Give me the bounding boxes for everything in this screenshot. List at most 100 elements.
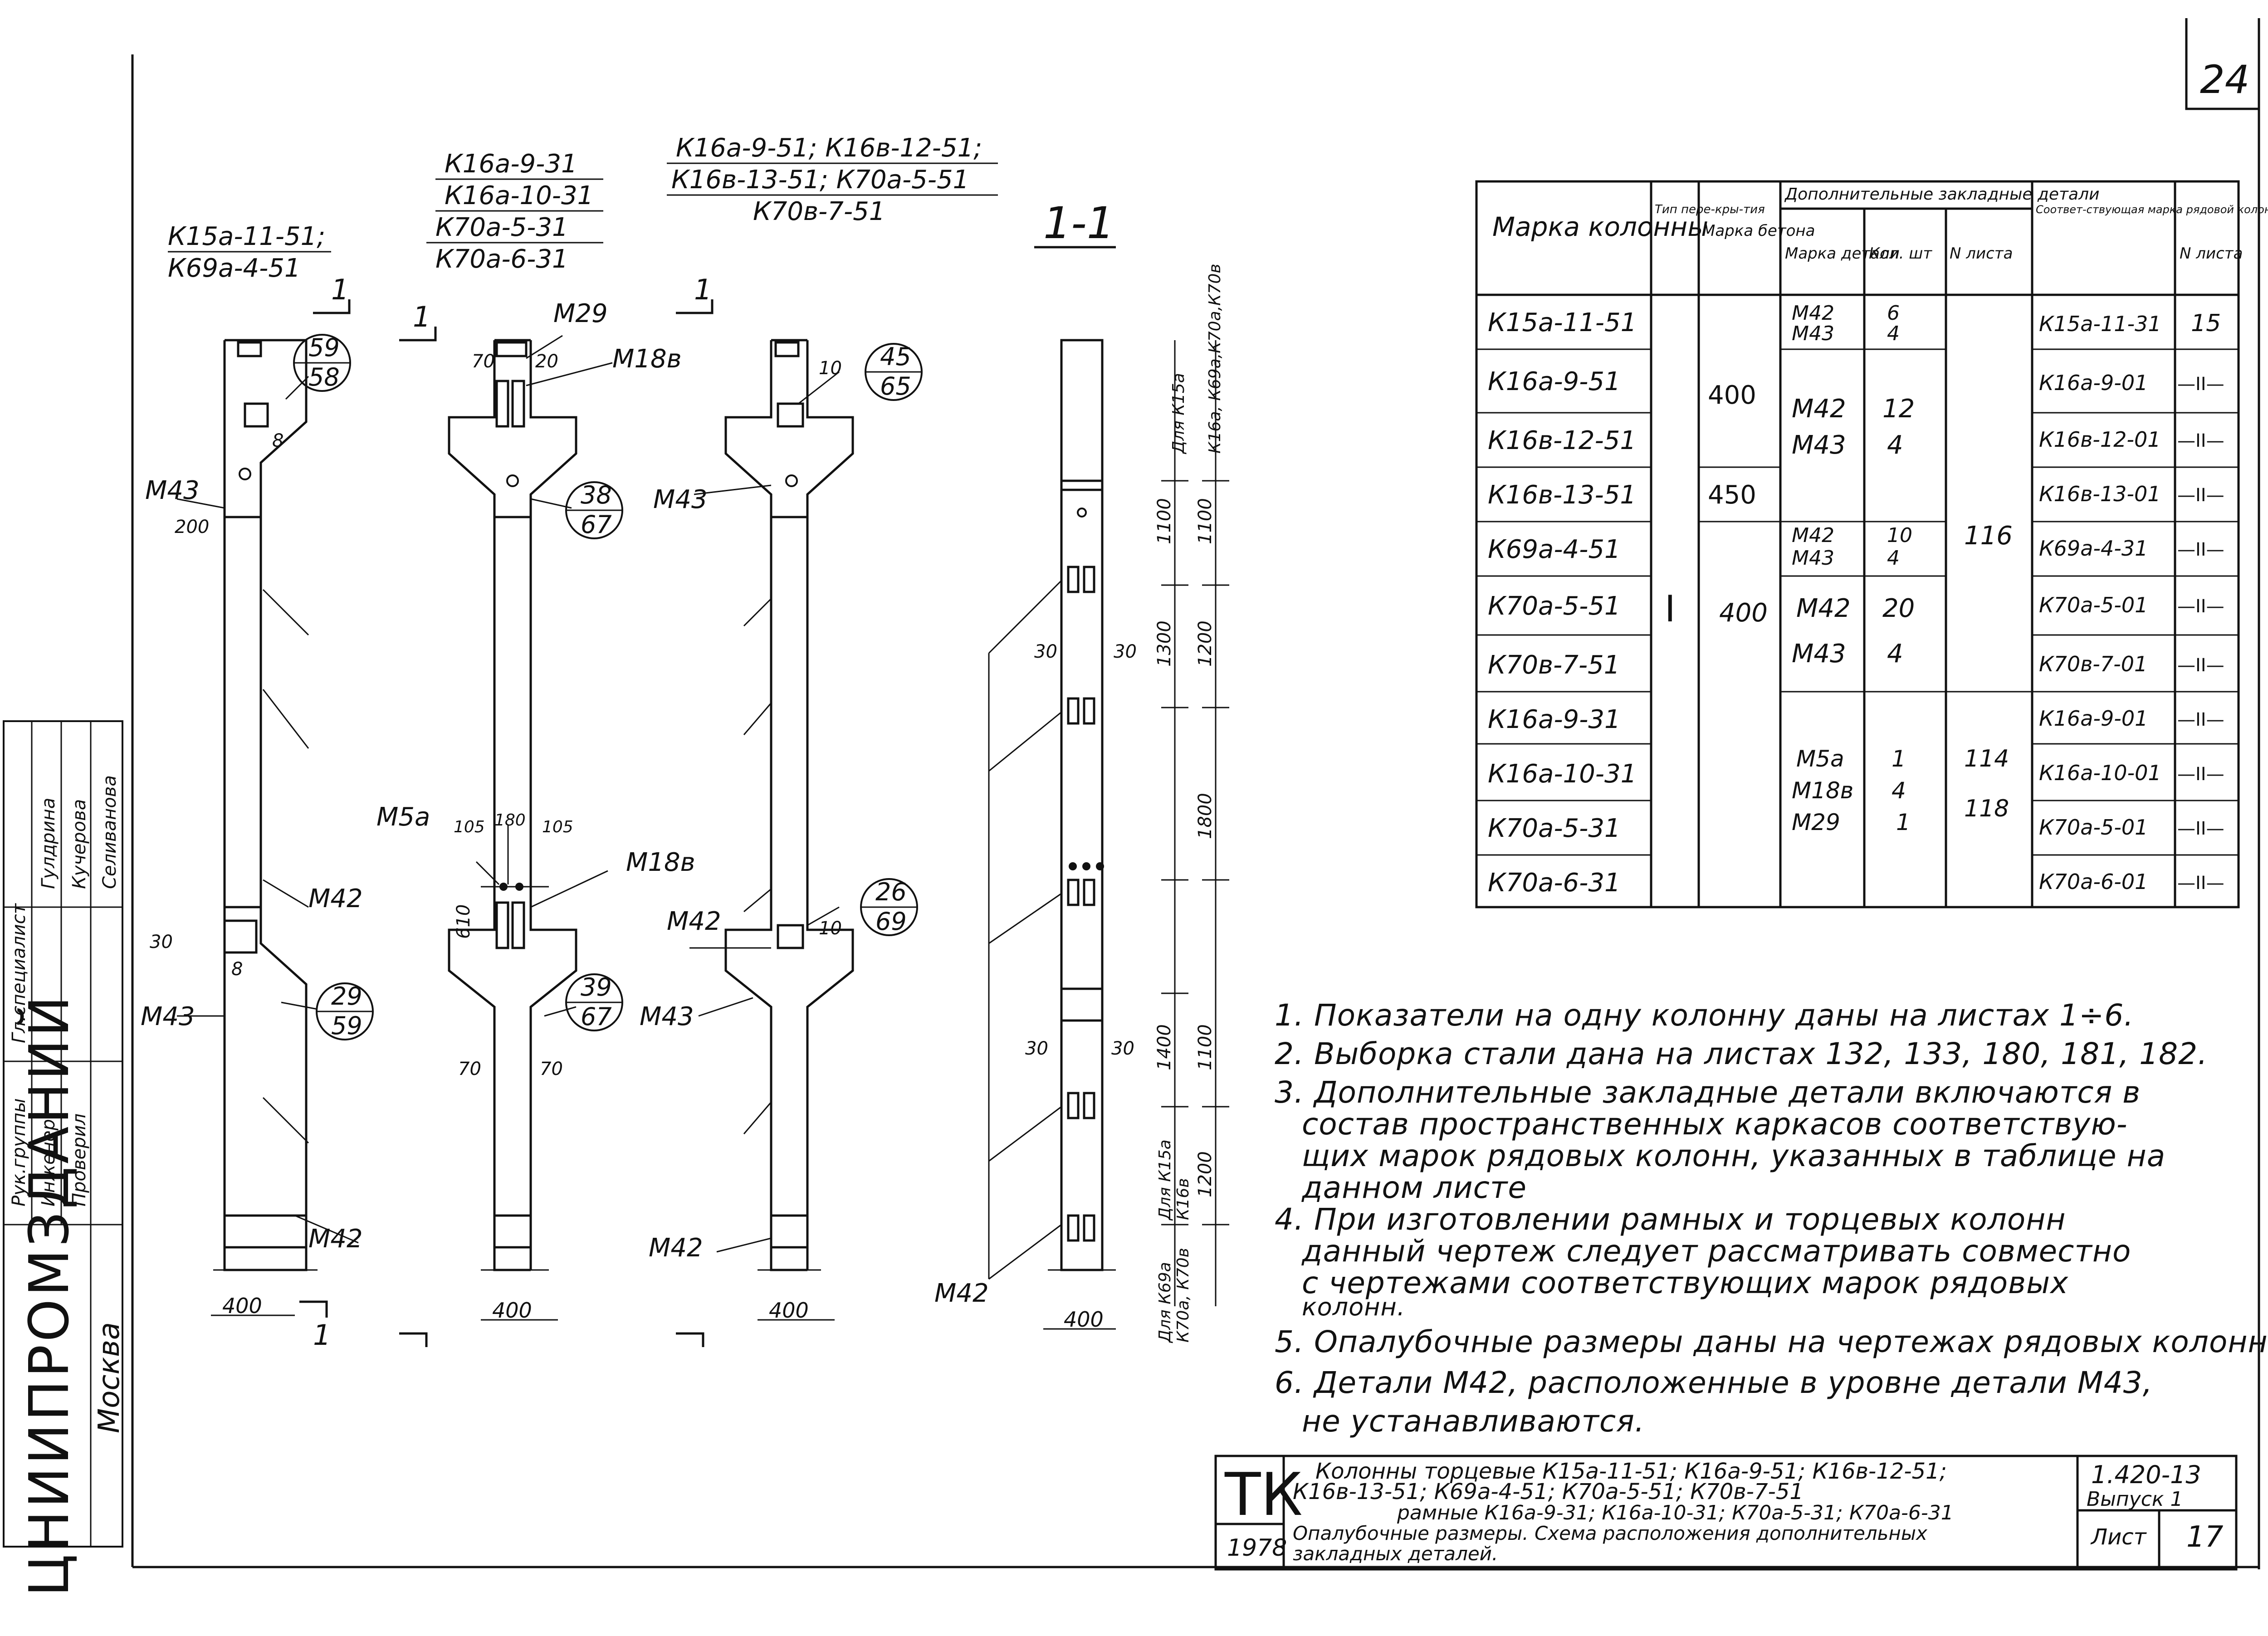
group-2-label-0: К16а-9-31 xyxy=(445,149,577,179)
header-mark-line: Марка колонны xyxy=(1492,211,1708,242)
dim-8-top: 8 xyxy=(272,430,284,451)
stamp-name-0: Гулдрина xyxy=(38,798,59,889)
note-line-9: колонн. xyxy=(1302,1293,1405,1321)
dim-section-30-c: 30 xyxy=(1025,1038,1048,1059)
extra-block-2-qty-1: 4 xyxy=(1887,547,1900,570)
column-1-bottom-dim: 400 xyxy=(211,1294,295,1318)
width-400-b: 400 xyxy=(492,1298,532,1323)
dim-section-30-b: 30 xyxy=(1114,641,1137,662)
org-stamp: ЦНИИПРОМЗДАНИЙ Москва Рук.группы Гл.спец… xyxy=(3,720,126,1597)
dim-70-a: 70 xyxy=(472,351,495,372)
table-row-corr-6: К70в-7-01 xyxy=(2039,652,2147,676)
title-sheet-label: Лист xyxy=(2090,1524,2147,1550)
table-row-corr-5: К70а-5-01 xyxy=(2039,593,2148,617)
column-group-2-label: К16а-9-31 К16а-10-31 К70а-5-31 К70а-6-31 xyxy=(426,149,603,274)
dim-v1300: 1300 xyxy=(1154,620,1175,667)
table-row-sheet-9: —II— xyxy=(2177,818,2224,839)
extra-block-4-qty-2: 1 xyxy=(1896,809,1911,835)
cut-mark-3-top xyxy=(676,299,714,314)
label-m18v-mid: М18в xyxy=(626,848,695,877)
callout-29-59-num: 29 xyxy=(331,982,362,1011)
callout-38-67-num: 38 xyxy=(581,481,612,509)
label-m5a: М5а xyxy=(376,802,430,832)
section-leaders xyxy=(988,580,1062,1280)
header-concrete: Марка бетона xyxy=(1702,222,1815,240)
group-1-label-1: К69а-4-51 xyxy=(168,254,301,283)
section-bottom-dim: 400 xyxy=(1043,1307,1116,1332)
title-sheet-value: 17 xyxy=(2186,1520,2224,1554)
table-row-corr-2: К16в-12-01 xyxy=(2039,427,2161,452)
table-row-mark-8: К16а-10-31 xyxy=(1488,759,1637,789)
label-m42-left-mid: М42 xyxy=(308,884,363,913)
callout-59-58-den: 58 xyxy=(308,363,340,391)
dim-section-30-d: 30 xyxy=(1111,1038,1134,1059)
column-group-3-label: К16а-9-51; К16в-12-51; К16в-13-51; К70а-… xyxy=(667,133,998,226)
label-m43-mid: М43 xyxy=(653,485,708,514)
group-3-label-1: К16в-13-51; К70а-5-51 xyxy=(671,165,969,195)
dim-v1200-b: 1200 xyxy=(1195,1151,1216,1197)
extra-block-1-qty-1: 4 xyxy=(1887,430,1903,460)
extra-block-3-qty-0: 20 xyxy=(1882,594,1915,623)
stamp-role-0: Рук.группы xyxy=(9,1098,29,1206)
label-m42-right-bottom: М42 xyxy=(649,1233,703,1263)
title-issue: Выпуск 1 xyxy=(2087,1488,2183,1511)
group-3-label-0: К16а-9-51; К16в-12-51; xyxy=(676,133,982,163)
note-line-8: с чертежами соответствующих марок рядовы… xyxy=(1302,1265,2069,1300)
table-row-sheet-1: —II— xyxy=(2177,374,2224,395)
cut-mark-2-bottom xyxy=(399,1332,428,1347)
cut-mark-3-bottom xyxy=(676,1332,704,1347)
dim-v1800: 1800 xyxy=(1195,793,1216,839)
title-desc-0: Колонны торцевые К15а-11-51; К16а-9-51; … xyxy=(1315,1459,1947,1484)
label-m18v-top: М18в xyxy=(612,344,682,374)
side-note-bottom-d: К70а, К70в xyxy=(1174,1248,1193,1343)
callout-45-65-den: 65 xyxy=(880,372,911,400)
note-line-5: данном листе xyxy=(1302,1170,1527,1205)
callout-39-67-num: 39 xyxy=(581,973,612,1001)
dim-105-b: 105 xyxy=(542,818,573,836)
note-line-0: 1. Показатели на одну колонну даны на ли… xyxy=(1275,998,2134,1033)
section-label: 1-1 xyxy=(1043,198,1114,249)
section-label-group: 1-1 xyxy=(1034,198,1116,249)
table-row-sheet-0: 15 xyxy=(2191,310,2221,337)
note-line-10: 5. Опалубочные размеры даны на чертежах … xyxy=(1275,1324,2268,1359)
column-2-bottom-dim: 400 xyxy=(481,1298,558,1323)
cut-mark-1-top-text: 1 xyxy=(331,273,349,306)
group-2-label-3: К70а-6-31 xyxy=(435,244,568,274)
table-row-sheet-3: —II— xyxy=(2177,485,2224,506)
extra-block-4-mark-1: М18в xyxy=(1792,777,1853,804)
header-extra-mark: Марка детали xyxy=(1785,244,1900,263)
callout-45-65-num: 45 xyxy=(880,342,911,371)
header-extra-qty: Кол. шт xyxy=(1869,244,1932,263)
table-row-mark-1: К16а-9-51 xyxy=(1488,367,1621,396)
header-extra-sheet: N листа xyxy=(1950,244,2013,263)
concrete-value-0: 400 xyxy=(1708,381,1756,410)
column-1-leaders xyxy=(176,376,359,1244)
callout-39-67-den: 67 xyxy=(581,1002,612,1031)
column-3-drawing xyxy=(724,339,854,1271)
dim-30: 30 xyxy=(150,932,173,952)
callout-29-59-den: 59 xyxy=(331,1011,362,1040)
table-row-mark-5: К70а-5-51 xyxy=(1488,591,1621,621)
group-2-label-2: К70а-5-31 xyxy=(435,213,568,242)
callout-59-58: 59 58 xyxy=(293,333,351,392)
sheet-frame xyxy=(131,18,2260,1569)
extra-block-2-qty-0: 10 xyxy=(1887,524,1912,547)
table-row-sheet-5: —II— xyxy=(2177,596,2224,617)
table-row-mark-0: К15а-11-51 xyxy=(1488,308,1637,337)
dim-8-low: 8 xyxy=(231,959,243,980)
group-2-label-1: К16а-10-31 xyxy=(445,181,593,210)
extra-block-3-mark-0: М42 xyxy=(1796,594,1851,623)
note-line-12: не устанавливаются. xyxy=(1302,1404,1645,1439)
title-desc-4: закладных деталей. xyxy=(1293,1543,1498,1565)
table-row-mark-9: К70а-5-31 xyxy=(1488,814,1621,843)
stamp-name-1: Кучерова xyxy=(69,799,90,889)
column-group-1-label: К15а-11-51; К69а-4-51 xyxy=(168,222,331,283)
label-m29: М29 xyxy=(553,299,608,328)
callout-38-67: 38 67 xyxy=(565,481,623,539)
title-desc-1: К16в-13-51; К69а-4-51; К70а-5-51; К70в-7… xyxy=(1293,1479,1804,1504)
table-row-sheet-7: —II— xyxy=(2177,709,2224,730)
extra-block-0-qty-0: 6 xyxy=(1887,302,1900,325)
title-desc-3: Опалубочные размеры. Схема расположения … xyxy=(1293,1522,1928,1544)
header-corr: Соответ-ствующая марка рядовой колонны xyxy=(2036,203,2268,216)
table-row-mark-3: К16в-13-51 xyxy=(1488,480,1636,510)
